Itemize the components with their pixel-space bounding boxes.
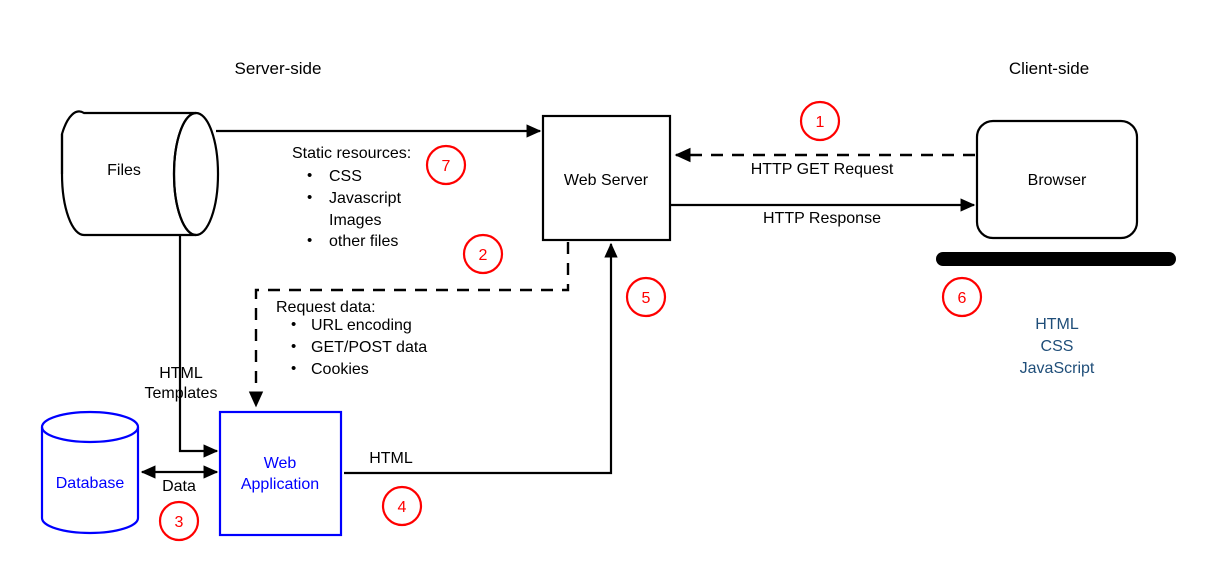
edge-label-http-get-request: HTTP GET Request [751,161,894,178]
static-resources-heading: Static resources: [292,145,411,162]
step-marker-5-label: 5 [642,290,651,307]
laptop-base-icon [936,252,1176,266]
static-resources-item-2: Images [329,212,381,229]
node-database[interactable]: Database [40,410,140,535]
step-marker-5[interactable]: 5 [625,276,667,318]
request-data-item-0: URL encoding [311,317,412,334]
server-side-label: Server-side [235,59,322,78]
node-web-application[interactable]: Web Application [218,410,343,537]
static-resources-bullet-3: • [307,232,312,249]
request-data-item-1: GET/POST data [311,339,427,356]
annotation-request-data: Request data: • URL encoding • GET/POST … [276,299,427,378]
edge-label-data: Data [162,478,196,495]
step-marker-6[interactable]: 6 [941,276,983,318]
node-web-server[interactable]: Web Server [541,114,672,242]
step-marker-6-label: 6 [958,290,967,307]
edge-web-server-to-web-application-request [248,242,570,408]
edge-web-application-to-web-server [344,242,618,475]
step-marker-3-label: 3 [175,514,184,531]
edge-label-http-response: HTTP Response [763,210,881,227]
client-tech-css: CSS [1041,338,1074,355]
node-files[interactable]: Files [60,110,220,237]
step-marker-1-label: 1 [816,114,825,131]
step-marker-3[interactable]: 3 [158,500,200,542]
node-browser-label: Browser [1028,172,1087,189]
request-data-bullet-1: • [291,338,296,355]
static-resources-bullet-1: • [307,189,312,206]
client-tech-html: HTML [1035,316,1079,333]
request-data-bullet-2: • [291,360,296,377]
edge-files-to-web-application [178,236,219,458]
request-data-heading: Request data: [276,299,376,316]
node-browser[interactable]: Browser [975,119,1139,240]
request-data-item-2: Cookies [311,361,369,378]
annotation-static-resources: Static resources: • CSS • Javascript Ima… [292,145,411,250]
edge-label-html-templates-line2: Templates [145,385,218,402]
node-database-label: Database [56,475,125,492]
static-resources-item-0: CSS [329,168,362,185]
annotation-client-technologies: HTML CSS JavaScript [1020,316,1095,377]
edge-label-html: HTML [369,450,413,467]
request-data-bullet-0: • [291,316,296,333]
step-marker-4-label: 4 [398,499,407,516]
step-marker-4[interactable]: 4 [381,485,423,527]
step-marker-2[interactable]: 2 [462,233,504,275]
client-tech-javascript: JavaScript [1020,360,1095,377]
step-marker-2-label: 2 [479,247,488,264]
node-web-application-label-line1: Web [264,455,297,472]
step-marker-1[interactable]: 1 [799,100,841,142]
node-web-application-label-line2: Application [241,476,319,493]
static-resources-item-3: other files [329,233,398,250]
node-files-label: Files [107,162,141,179]
node-web-server-label: Web Server [564,172,649,189]
client-side-label: Client-side [1009,59,1089,78]
step-marker-7[interactable]: 7 [425,144,467,186]
static-resources-bullet-0: • [307,167,312,184]
edge-label-html-templates-line1: HTML [159,365,203,382]
static-resources-item-1: Javascript [329,190,402,207]
step-marker-7-label: 7 [442,158,451,175]
